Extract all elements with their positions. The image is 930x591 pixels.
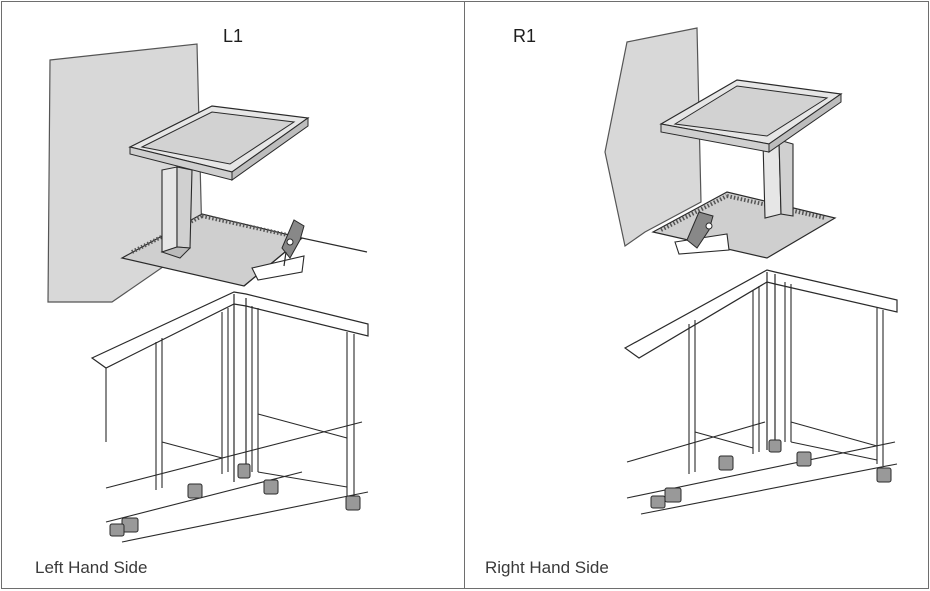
tray xyxy=(659,79,843,153)
panel-caption: Right Hand Side xyxy=(485,558,609,577)
pedestal-column xyxy=(160,166,193,259)
adjustable-feet xyxy=(650,439,892,509)
tray xyxy=(128,105,310,181)
countertop xyxy=(623,269,898,359)
clamp-bracket xyxy=(674,211,730,255)
countertop xyxy=(90,291,369,369)
left-cabinet-drawing xyxy=(47,43,369,543)
panel-code: R1 xyxy=(513,26,537,46)
wall-panel xyxy=(604,27,702,248)
right-hand-side-panel: R1 Right Hand Side xyxy=(465,2,928,588)
right-cabinet-drawing xyxy=(604,27,898,515)
panel-code: L1 xyxy=(223,26,244,46)
panel-divider xyxy=(464,2,465,588)
clamp-bracket xyxy=(251,219,305,281)
adjustable-feet xyxy=(109,463,361,537)
panel-caption: Left Hand Side xyxy=(35,558,148,577)
left-hand-side-panel: L1 Left Hand Side xyxy=(2,2,464,588)
pedestal-column xyxy=(762,139,794,219)
